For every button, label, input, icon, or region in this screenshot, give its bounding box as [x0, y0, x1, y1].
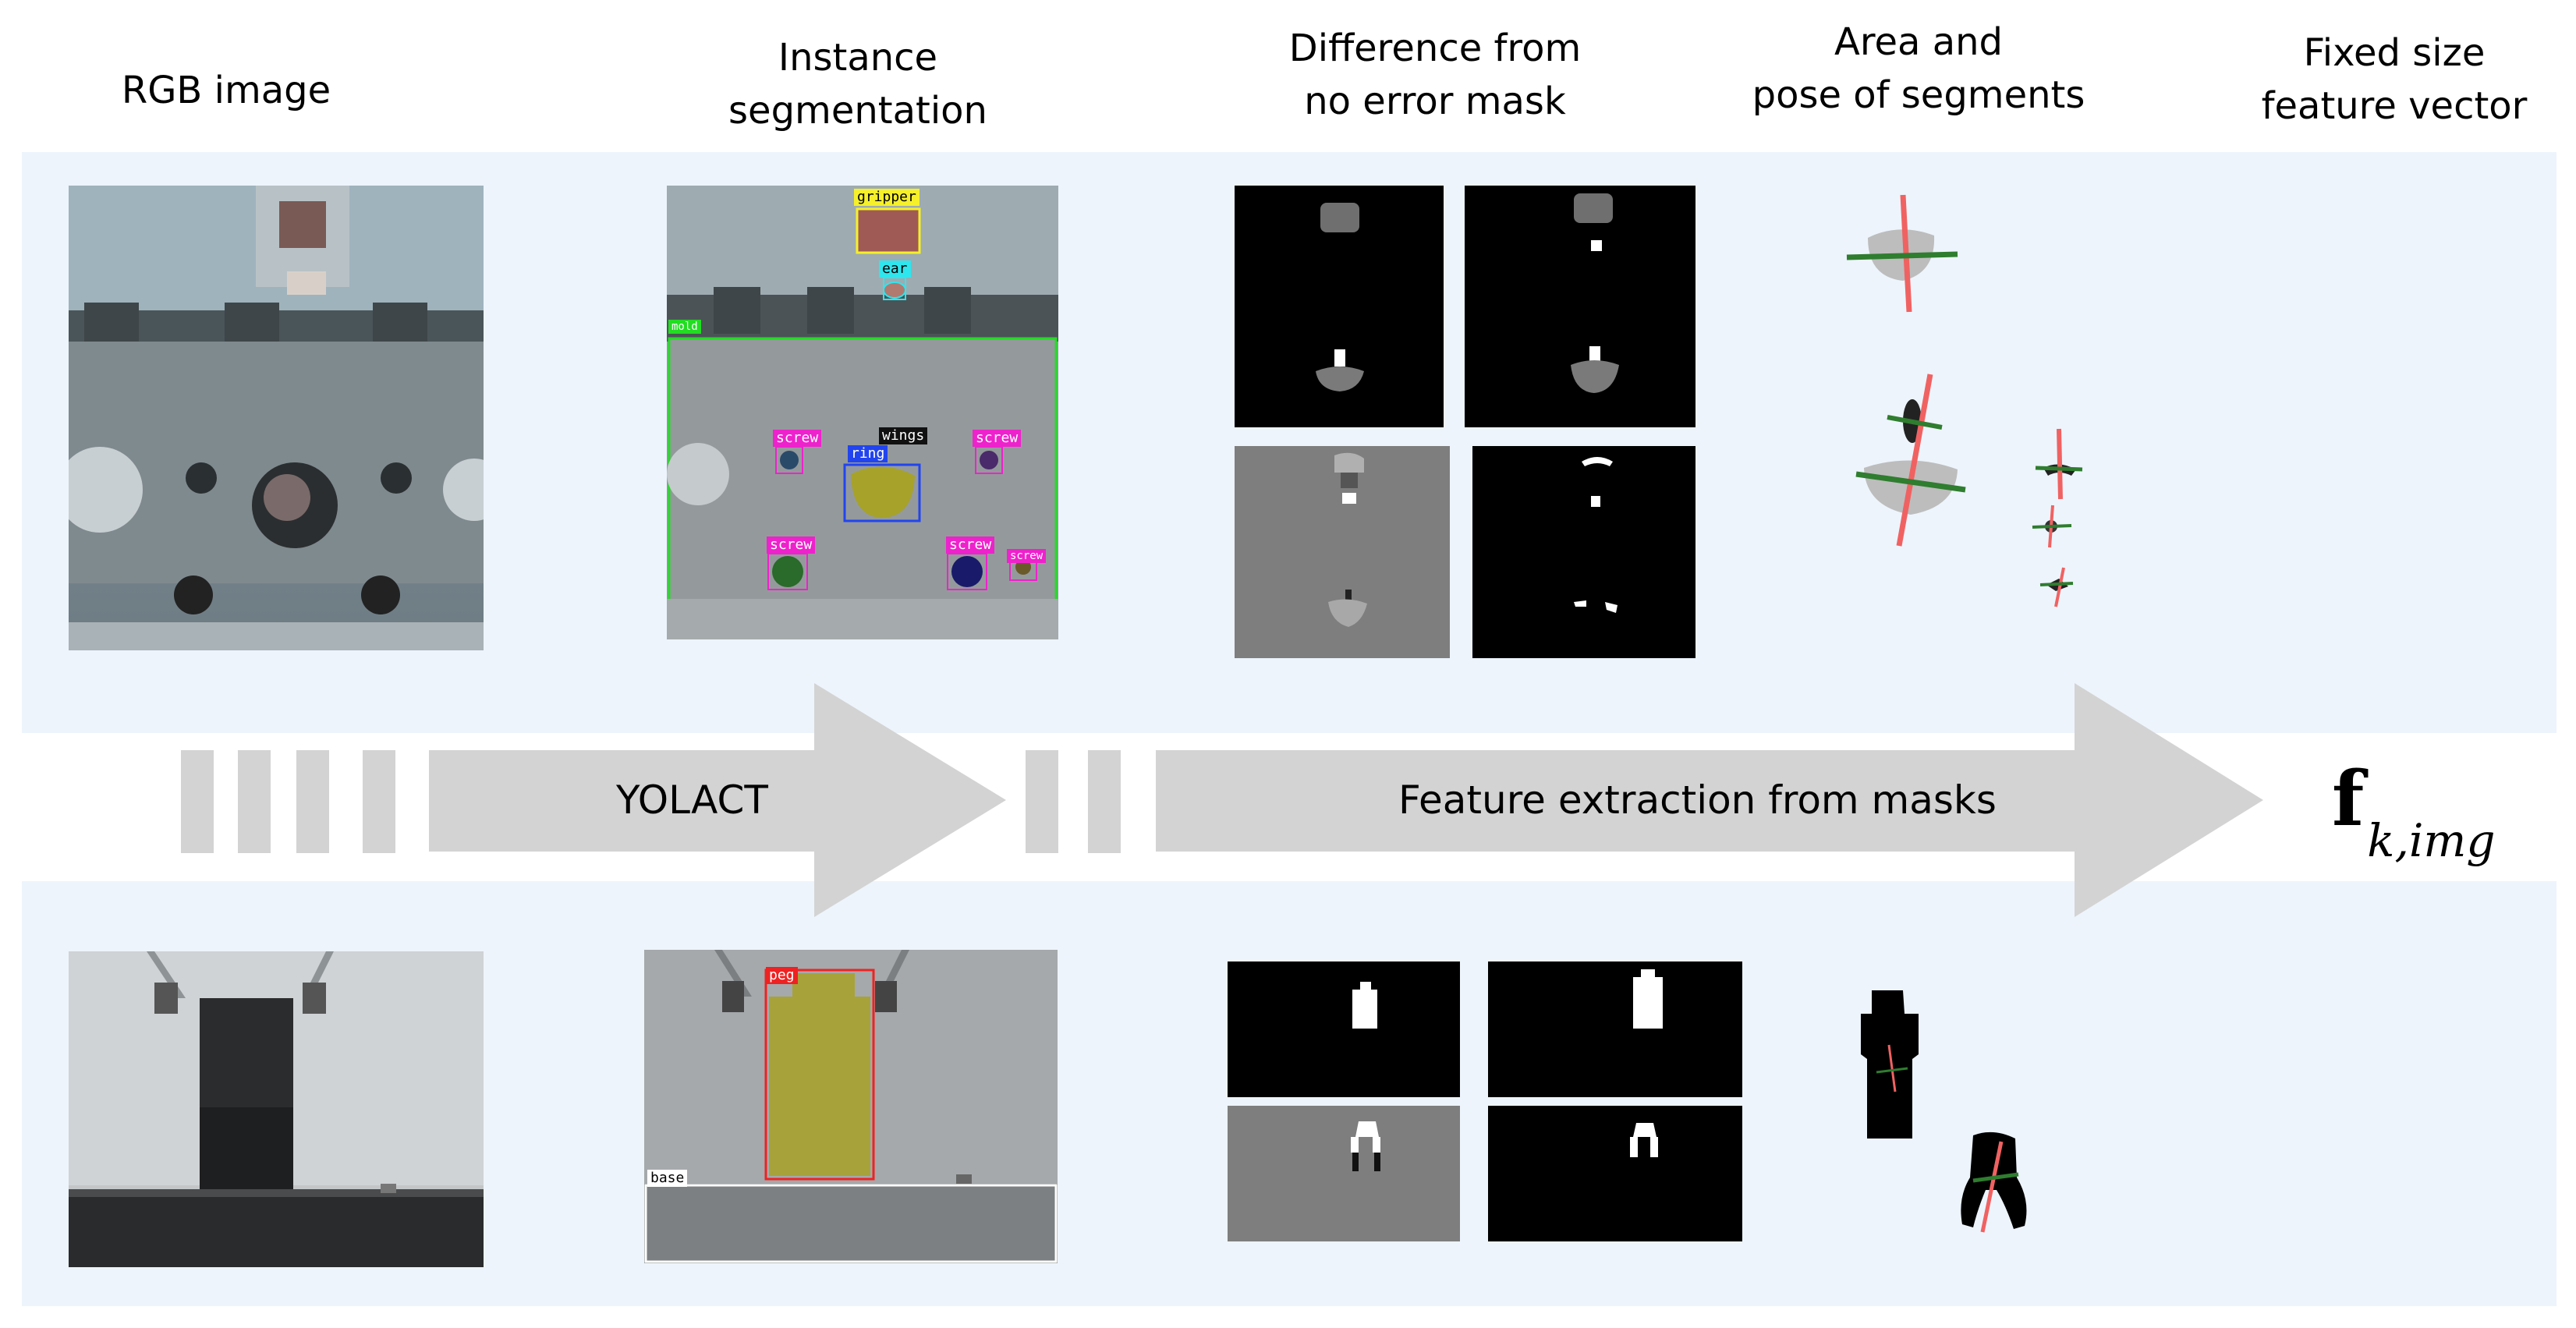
label-gripper: gripper: [854, 189, 919, 206]
bottom-rgb-photo-drawing: [69, 951, 484, 1267]
label-screw-2: screw: [973, 430, 1022, 447]
bottom-pose-segments: [1861, 990, 2027, 1233]
label-ear: ear: [879, 260, 911, 278]
header-rgb-text: RGB image: [121, 69, 331, 112]
header-difference: Difference from no error mask: [1232, 22, 1638, 128]
label-mold: mold: [668, 320, 701, 334]
header-instance-line2: segmentation: [728, 89, 987, 133]
top-mask-2-shape: [1571, 193, 1619, 393]
bottom-mask-3-shape: [1351, 1121, 1380, 1171]
dash-block-4: [363, 750, 395, 853]
bottom-mask-4: [1488, 1106, 1742, 1241]
top-mask-1: [1235, 186, 1444, 427]
top-mask-3-shape: [1328, 452, 1367, 627]
top-mask-1-shape: [1316, 203, 1364, 391]
header-feature-line1: Fixed size: [2303, 31, 2486, 75]
top-rgb-photo-drawing: [69, 186, 484, 650]
top-rgb-photo: [69, 186, 484, 650]
header-instance-segmentation: Instance segmentation: [671, 31, 1045, 137]
header-difference-line1: Difference from: [1288, 27, 1582, 70]
arrow-yolact-label: YOLACT: [616, 777, 768, 823]
header-feature-vector: Fixed size feature vector: [2231, 27, 2558, 133]
bottom-mask-4-shape: [1630, 1123, 1658, 1157]
dash-block-6: [1088, 750, 1121, 853]
header-feature-line2: feature vector: [2261, 84, 2528, 128]
top-segmentation-drawing: [667, 186, 1058, 639]
label-screw-1: screw: [773, 430, 822, 447]
dash-block-3: [296, 750, 329, 853]
header-area-line2: pose of segments: [1752, 73, 2085, 117]
header-area-line1: Area and: [1834, 20, 2004, 64]
header-rgb-image: RGB image: [62, 64, 390, 117]
label-screw-3: screw: [767, 537, 816, 554]
top-mask-4-shape: [1574, 457, 1618, 613]
top-segmentation-image: gripper ear mold screw ring wings screw …: [667, 186, 1058, 639]
header-difference-line2: no error mask: [1304, 80, 1566, 123]
bottom-mask-2-shape: [1633, 969, 1663, 1029]
bottom-mask-3: [1228, 1106, 1460, 1241]
top-mask-3: [1235, 446, 1450, 658]
arrow-feature-extraction-label: Feature extraction from masks: [1398, 777, 1997, 823]
top-pose-segments: [1846, 194, 2083, 607]
bottom-segmentation-image: peg base: [644, 950, 1058, 1263]
top-mask-2: [1465, 186, 1695, 427]
label-ring: ring: [848, 445, 888, 462]
label-screw-5: screw: [1007, 549, 1047, 563]
dash-block-2: [238, 750, 271, 853]
bottom-segmentation-drawing: [644, 950, 1058, 1263]
label-screw-4: screw: [946, 537, 995, 554]
formula-subscript: k,img: [2367, 814, 2496, 867]
feature-vector-formula: fk,img: [2332, 755, 2496, 867]
label-peg: peg: [766, 967, 798, 984]
header-instance-line1: Instance: [778, 36, 938, 80]
bottom-mask-1: [1228, 961, 1460, 1097]
dash-block-5: [1026, 750, 1058, 853]
bottom-mask-2: [1488, 961, 1742, 1097]
top-mask-4: [1472, 446, 1695, 658]
formula-symbol: f: [2332, 755, 2365, 843]
arrow-yolact: [429, 683, 1006, 917]
bottom-rgb-photo: [69, 951, 484, 1267]
dash-block-1: [181, 750, 214, 853]
bottom-mask-1-shape: [1352, 982, 1377, 1029]
label-wings: wings: [879, 427, 928, 444]
label-base: base: [647, 1170, 688, 1187]
arrow-feature-extraction: [1156, 683, 2263, 917]
header-area-pose: Area and pose of segments: [1716, 16, 2121, 122]
